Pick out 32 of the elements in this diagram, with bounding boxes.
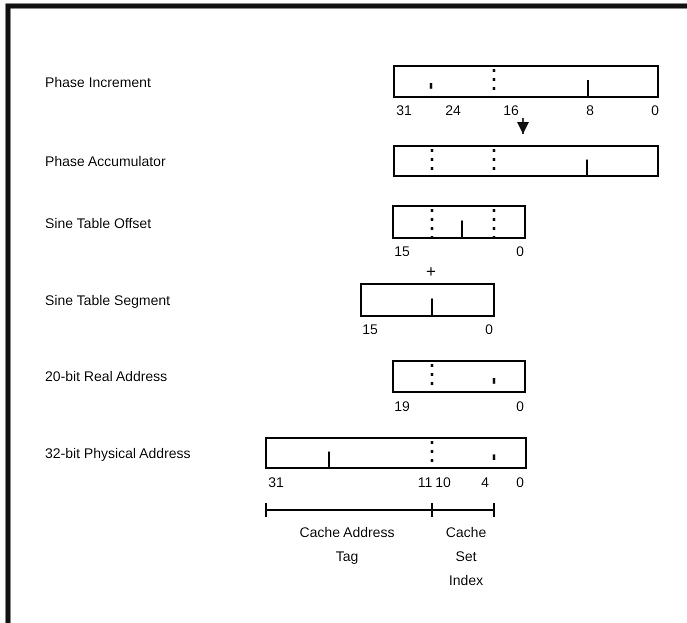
- bit-number: 0: [485, 321, 493, 337]
- bit-number: 8: [586, 102, 594, 118]
- register-name: Phase Accumulator: [45, 153, 166, 169]
- bit-number: 15: [394, 243, 410, 259]
- register-name: Sine Table Offset: [45, 215, 152, 231]
- register-bar: [360, 283, 495, 317]
- bit-number: 19: [394, 398, 410, 414]
- bracket-label: Cache Address Tag: [298, 523, 396, 566]
- bit-number: 31: [396, 102, 412, 118]
- bit-number: 4: [481, 474, 489, 490]
- bit-number: 0: [651, 102, 659, 118]
- bit-number: 0: [516, 474, 524, 490]
- bracket-label: Cache Set Index: [444, 523, 488, 590]
- register-bar: [265, 437, 527, 469]
- register-name: Phase Increment: [45, 74, 151, 90]
- bit-number: 0: [516, 243, 524, 259]
- register-name: 20-bit Real Address: [45, 368, 168, 384]
- bit-number: 0: [516, 398, 524, 414]
- bit-number: 11: [418, 474, 432, 490]
- bit-number: 15: [362, 321, 378, 337]
- register-bar: [393, 65, 659, 98]
- register-name: Sine Table Segment: [45, 292, 170, 308]
- register-bar: [392, 360, 526, 393]
- plus-sign: +: [426, 262, 436, 282]
- register-name: 32-bit Physical Address: [45, 445, 191, 461]
- register-bar: [392, 205, 526, 239]
- bit-number: 24: [445, 102, 461, 118]
- bit-number: 31: [268, 474, 284, 490]
- arrow: [517, 118, 529, 134]
- bit-number: 10: [435, 474, 451, 490]
- bit-number: 16: [503, 102, 519, 118]
- register-bar: [393, 145, 659, 177]
